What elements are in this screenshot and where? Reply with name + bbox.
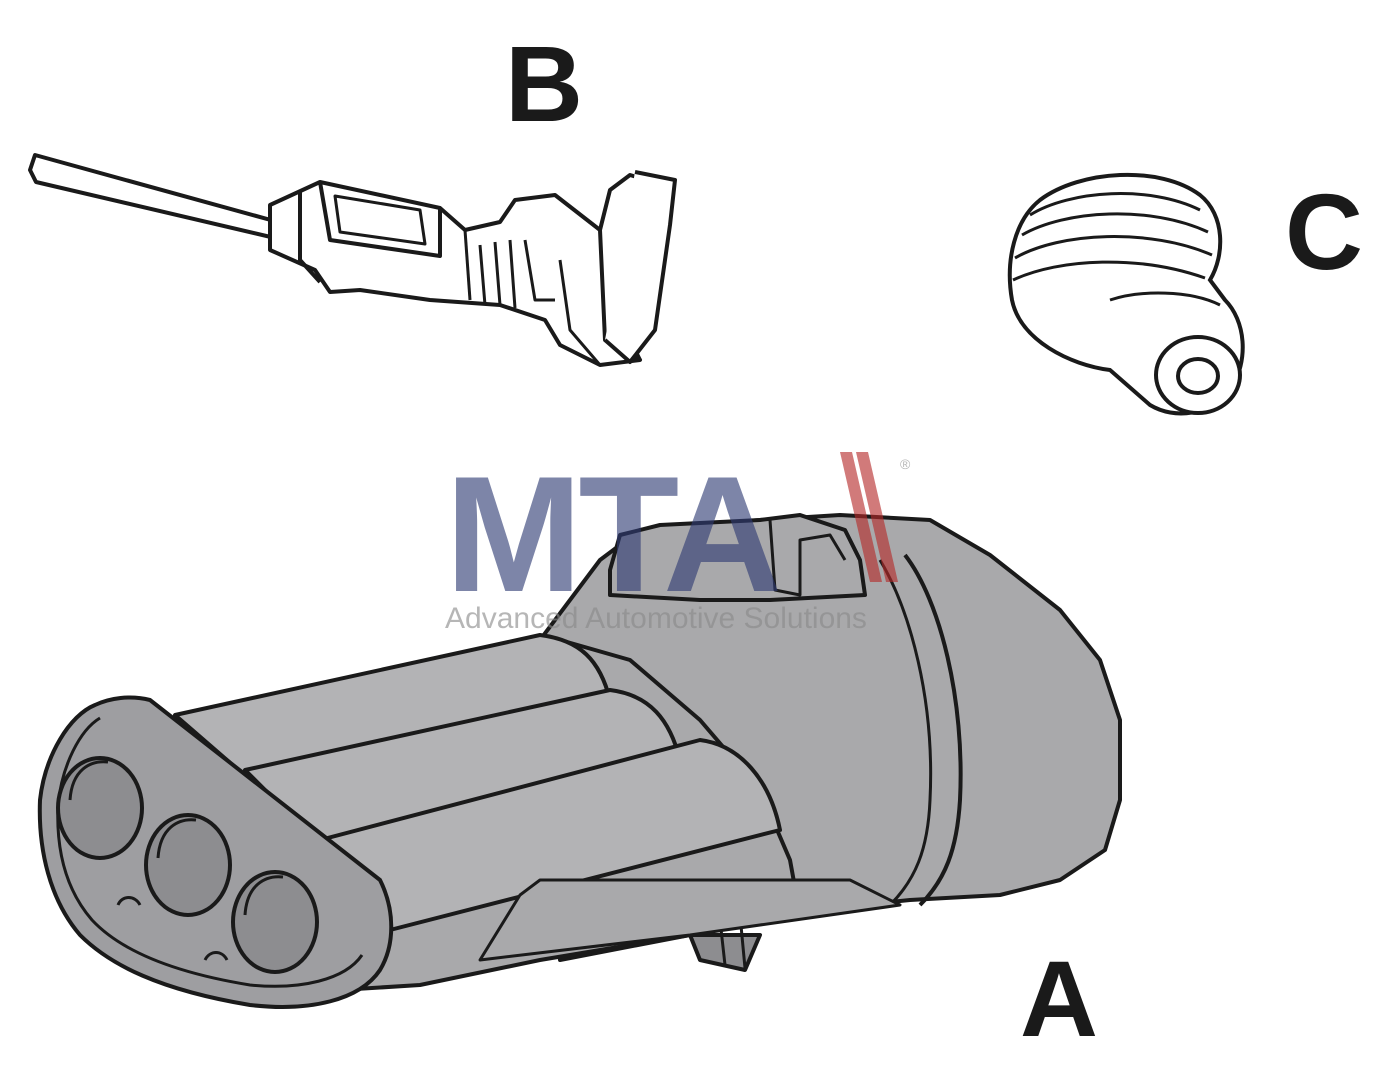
callout-label-housing: A [1020, 938, 1098, 1059]
watermark-registered-mark: ® [900, 456, 911, 472]
callout-label-seal: C [1285, 171, 1363, 292]
watermark-logo: MTA [445, 442, 782, 626]
wire-seal-drawing [1007, 172, 1245, 416]
terminal-pin-drawing [28, 153, 677, 367]
connector-housing-drawing [37, 513, 1122, 1009]
callout-label-terminal: B [505, 23, 583, 144]
brand-watermark: MTA ® Advanced Automotive Solutions [445, 452, 945, 647]
watermark-tagline: Advanced Automotive Solutions [445, 602, 867, 635]
watermark-stripes-icon [840, 452, 898, 582]
